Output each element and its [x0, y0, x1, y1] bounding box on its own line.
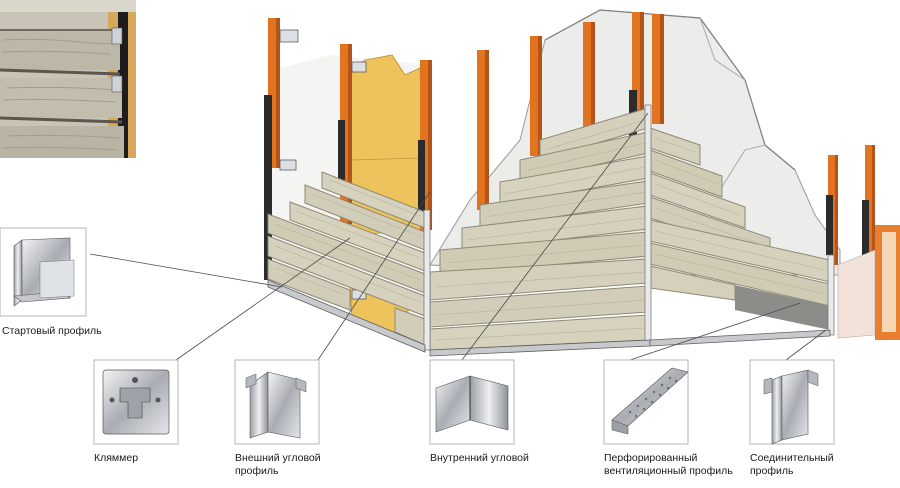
- leader-lines: [89, 112, 827, 361]
- starter-profile-icon: [0, 227, 87, 317]
- window-frame: [837, 225, 900, 340]
- clamp-label: Кляммер: [94, 452, 139, 464]
- perforated-profile-icon: [603, 359, 689, 445]
- wooden-studs: [268, 12, 875, 275]
- right-panel-grain: [654, 137, 826, 295]
- perforated-label-line2: вентиляционный профиль: [604, 465, 733, 477]
- exposed-insulation: [735, 285, 830, 330]
- inner-corner-profile-icon: [429, 359, 515, 445]
- perforated-label-line1: Перфорированный: [604, 452, 698, 464]
- starter-profile-label: Стартовый профиль: [2, 325, 102, 337]
- corner-profiles: [423, 104, 835, 351]
- connector-profile-icon: [749, 359, 835, 445]
- clamp-icon: [93, 359, 179, 445]
- inner-corner-label: Внутренний угловой: [430, 452, 529, 464]
- connector-label-line2: профиль: [750, 465, 794, 477]
- inset-siding-closeup: [0, 0, 136, 158]
- outer-corner-label-line1: Внешний угловой: [235, 452, 321, 464]
- left-siding-panels: [267, 171, 426, 346]
- outer-corner-label-line2: профиль: [235, 465, 279, 477]
- left-panel-grain: [274, 179, 421, 303]
- right-siding-panels: [649, 127, 831, 307]
- outer-corner-profile-icon: [234, 359, 320, 445]
- bottom-profile: [267, 279, 831, 357]
- back-panel-grain: [434, 119, 646, 341]
- connector-label-line1: Соединительный: [750, 452, 834, 464]
